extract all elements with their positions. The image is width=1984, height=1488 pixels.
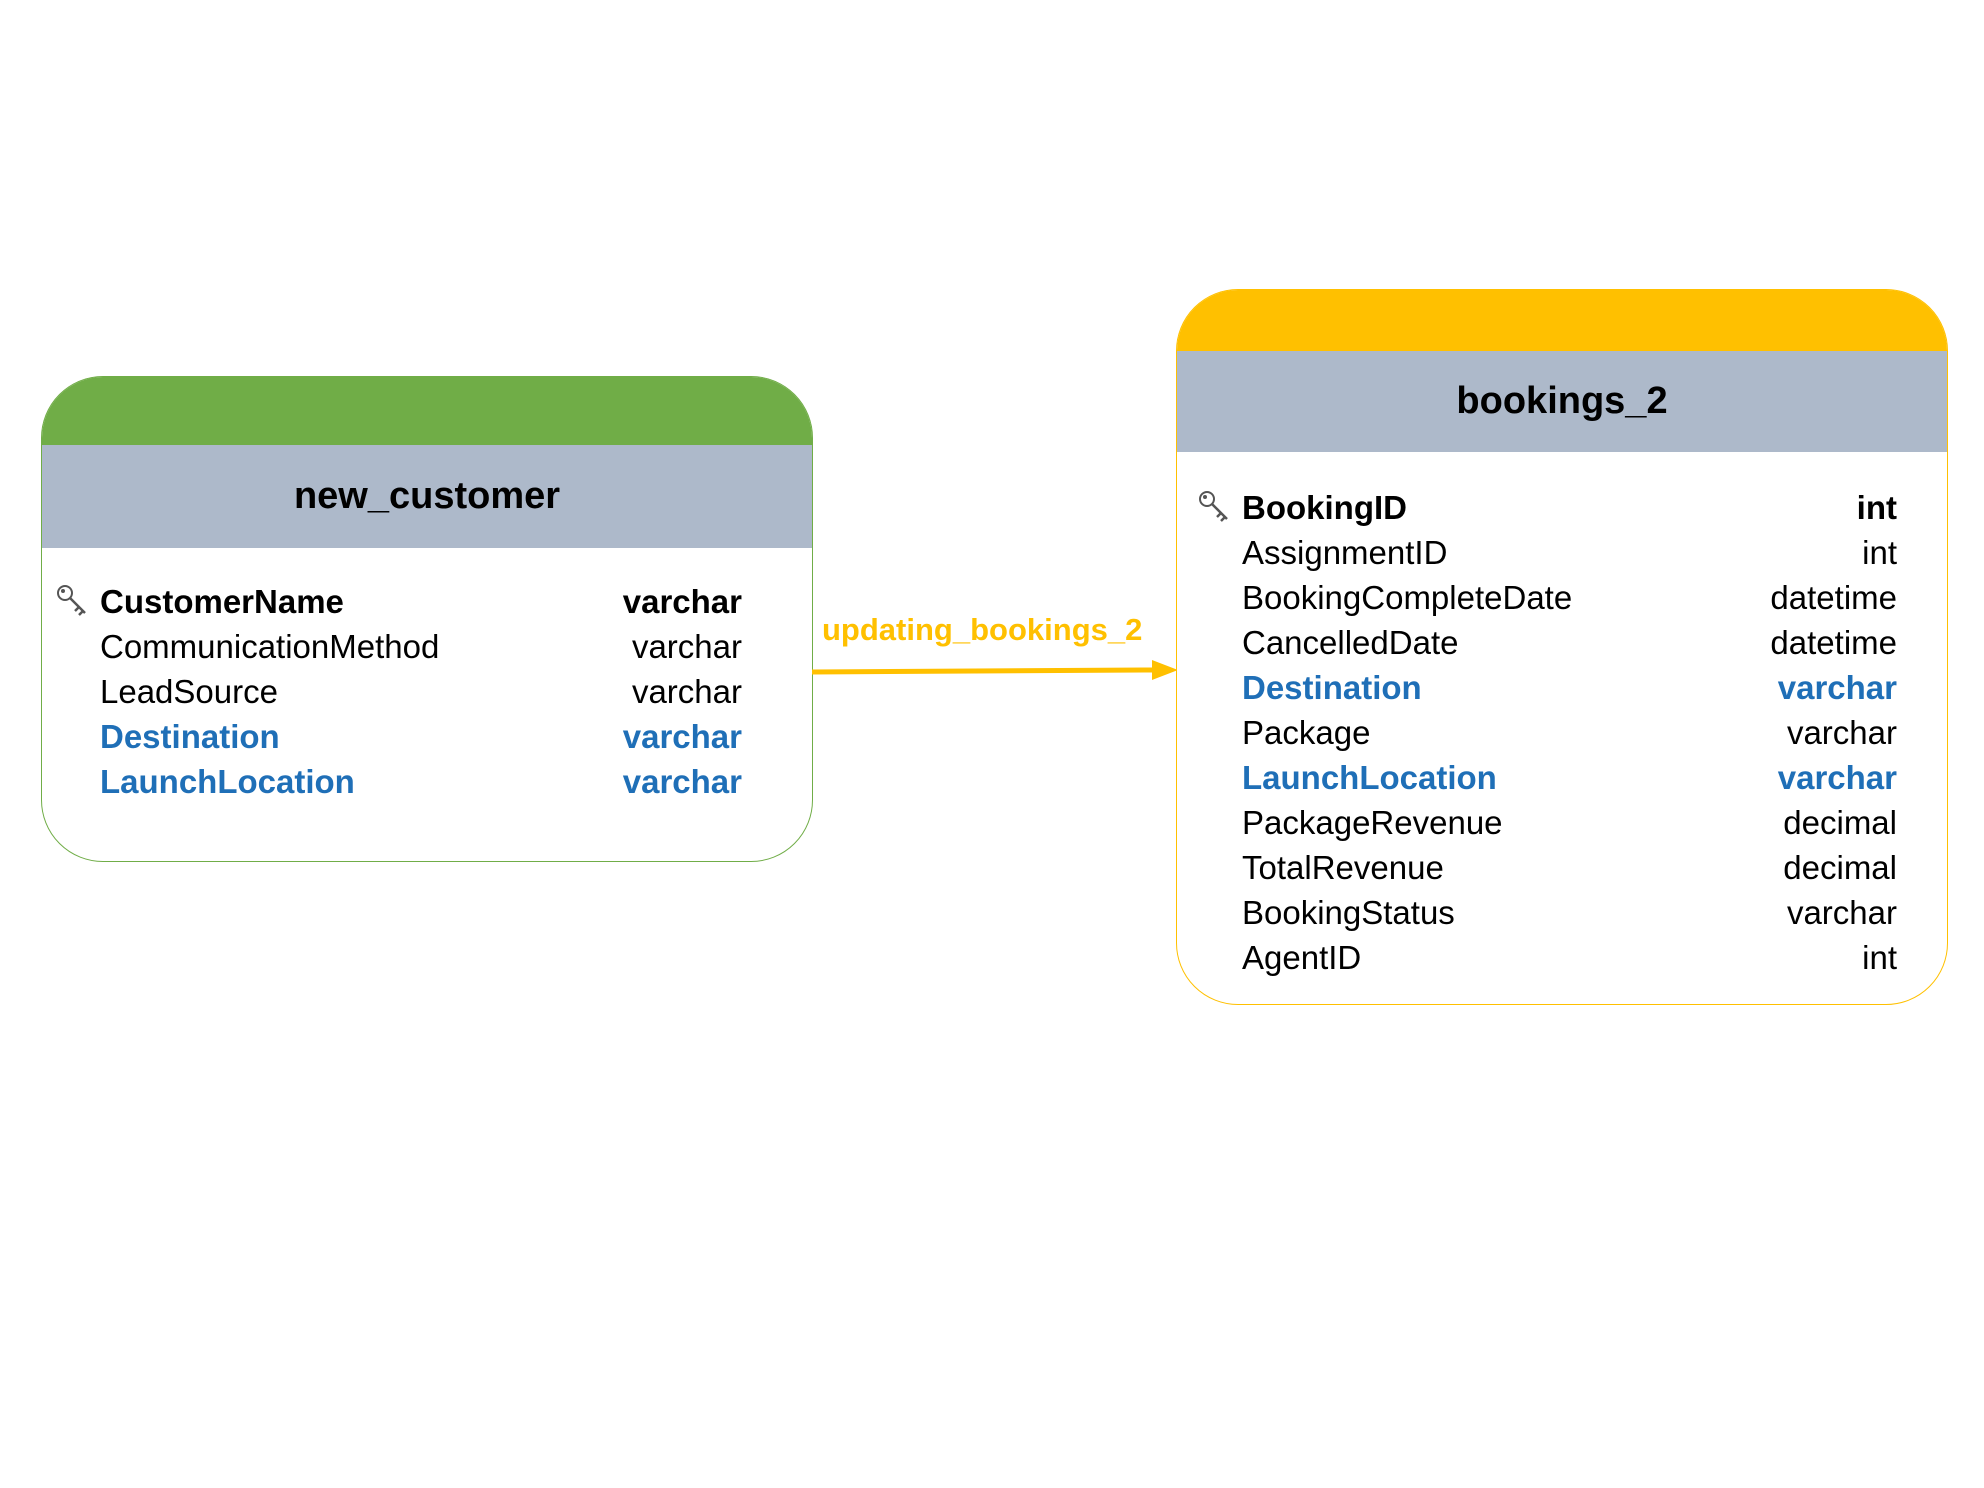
field-row[interactable]: TotalRevenue decimal: [1177, 845, 1947, 890]
fname: BookingCompleteDate: [1242, 578, 1573, 616]
field-row[interactable]: CustomerName varchar: [42, 579, 812, 624]
ftype: varchar: [631, 627, 742, 665]
field-row[interactable]: Destination varchar: [42, 714, 812, 759]
field-row[interactable]: CancelledDate datetime: [1177, 620, 1947, 665]
ftype: decimal: [1783, 803, 1897, 841]
fname: LeadSource: [100, 672, 278, 710]
ftype: varchar: [622, 717, 742, 755]
field-row[interactable]: BookingID int: [1177, 485, 1947, 530]
ftype: datetime: [1770, 623, 1897, 661]
table-title: new_customer: [42, 445, 812, 548]
fname: CancelledDate: [1242, 623, 1459, 661]
field-row[interactable]: LaunchLocation varchar: [42, 759, 812, 804]
field-row[interactable]: CommunicationMethod varchar: [42, 624, 812, 669]
field-row[interactable]: Destination varchar: [1177, 665, 1947, 710]
field-row[interactable]: BookingCompleteDate datetime: [1177, 575, 1947, 620]
fname: CustomerName: [100, 582, 344, 620]
key-icon: [1197, 489, 1231, 523]
field-row[interactable]: LeadSource varchar: [42, 669, 812, 714]
fname: TotalRevenue: [1242, 848, 1444, 886]
field-row[interactable]: AgentID int: [1177, 935, 1947, 980]
fname: Destination: [100, 717, 280, 755]
ftype: varchar: [1777, 758, 1897, 796]
key-icon: [55, 583, 89, 617]
arrow-right-icon: [812, 660, 1178, 680]
fname: AgentID: [1242, 938, 1362, 976]
ftype: decimal: [1783, 848, 1897, 886]
ftype: varchar: [1786, 893, 1897, 931]
fname: LaunchLocation: [100, 762, 355, 800]
ftype: varchar: [1786, 713, 1897, 751]
fname: Destination: [1242, 668, 1422, 706]
ftype: varchar: [622, 582, 742, 620]
field-row[interactable]: BookingStatus varchar: [1177, 890, 1947, 935]
table-bookings-2[interactable]: bookings_2 BookingID int AssignmentID in…: [1176, 289, 1948, 1005]
ftype: varchar: [622, 762, 742, 800]
fname: LaunchLocation: [1242, 758, 1497, 796]
ftype: varchar: [1777, 668, 1897, 706]
field-row[interactable]: PackageRevenue decimal: [1177, 800, 1947, 845]
ftype: int: [1862, 533, 1897, 571]
table-accent-bar: [42, 377, 812, 445]
relationship-label: updating_bookings_2: [822, 612, 1143, 647]
fname: BookingID: [1242, 488, 1407, 526]
field-row[interactable]: LaunchLocation varchar: [1177, 755, 1947, 800]
ftype: int: [1856, 488, 1897, 526]
fname: BookingStatus: [1242, 893, 1455, 931]
table-new-customer[interactable]: new_customer CustomerName varchar Commun…: [41, 376, 813, 862]
field-list: CustomerName varchar CommunicationMethod…: [42, 548, 812, 804]
field-row[interactable]: AssignmentID int: [1177, 530, 1947, 575]
field-row[interactable]: Package varchar: [1177, 710, 1947, 755]
ftype: varchar: [631, 672, 742, 710]
table-accent-bar: [1177, 290, 1947, 351]
fname: PackageRevenue: [1242, 803, 1503, 841]
table-title: bookings_2: [1177, 351, 1947, 452]
fname: Package: [1242, 713, 1371, 751]
ftype: datetime: [1770, 578, 1897, 616]
ftype: int: [1862, 938, 1897, 976]
field-list: BookingID int AssignmentID int BookingCo…: [1177, 452, 1947, 980]
fname: AssignmentID: [1242, 533, 1448, 571]
fname: CommunicationMethod: [100, 627, 440, 665]
